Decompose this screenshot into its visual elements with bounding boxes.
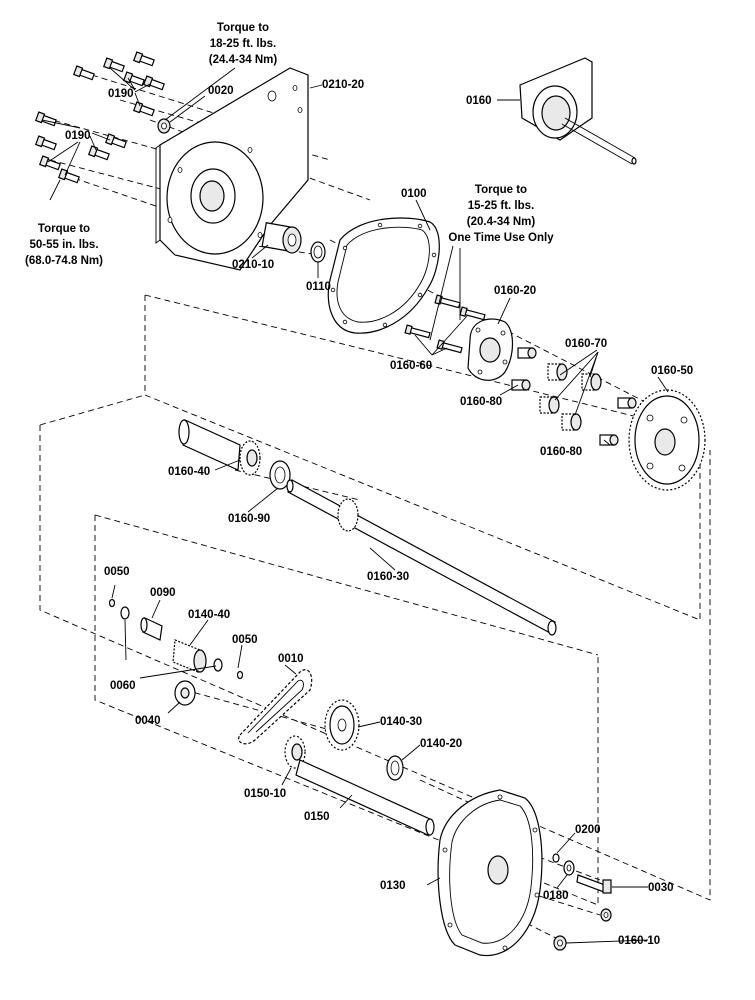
mounting-plate-0210-20 — [155, 67, 309, 271]
label-0200: 0200 — [575, 824, 601, 836]
label-0140-40: 0140-40 — [188, 609, 230, 621]
washer-0180 — [563, 860, 575, 876]
torque-left-line-1: Torque to — [38, 223, 90, 235]
label-0150-10: 0150-10 — [244, 788, 286, 800]
label-0060: 0060 — [110, 680, 136, 692]
nut-0160-10-lower — [553, 935, 567, 951]
torque-note-top: Torque to 18-25 ft. lbs. (24.4-34 Nm) — [209, 22, 278, 66]
label-0210-20: 0210-20 — [322, 79, 364, 91]
bolt-group-0190-lower — [34, 111, 127, 184]
bolt-group-0190-upper — [72, 51, 165, 117]
clip-0050-left — [108, 598, 116, 608]
torque-mid-line-2: 15-25 ft. lbs. — [468, 200, 534, 212]
label-0160: 0160 — [466, 95, 492, 107]
torque-note-middle: Torque to 15-25 ft. lbs. (20.4-34 Nm) On… — [448, 184, 554, 244]
torque-left-line-3: (68.0-74.8 Nm) — [25, 255, 103, 267]
retaining-ring-0160-90 — [269, 460, 291, 490]
cover-0130 — [437, 789, 543, 957]
spacer-0090 — [140, 617, 163, 641]
label-0190-lower: 0190 — [65, 130, 91, 142]
washer-0110 — [310, 241, 326, 263]
part-labels: 0210-20 0020 0190 0190 0160 0100 0210-10… — [65, 79, 693, 947]
nut-0020 — [157, 118, 171, 134]
ring-gear-0160-50 — [628, 389, 706, 491]
torque-left-line-2: 50-55 in. lbs. — [29, 239, 98, 251]
label-0110: 0110 — [306, 281, 331, 293]
planet-gears-0160-70 — [539, 363, 602, 431]
label-0160-80-right: 0160-80 — [540, 446, 582, 458]
label-0160-30: 0160-30 — [367, 571, 409, 583]
label-0160-40: 0160-40 — [168, 466, 210, 478]
bolt-0030 — [576, 874, 612, 894]
label-0160-20: 0160-20 — [494, 285, 536, 297]
torque-mid-line-4: One Time Use Only — [448, 232, 554, 244]
carrier-plate-0160-20 — [467, 318, 514, 381]
label-0150: 0150 — [304, 811, 330, 823]
label-0040: 0040 — [135, 715, 161, 727]
label-0180: 0180 — [543, 890, 569, 902]
label-0050-left: 0050 — [104, 566, 130, 578]
label-0140-20: 0140-20 — [420, 738, 462, 750]
pins-0160-60 — [404, 294, 486, 354]
gear-shaft-0160-40 — [178, 419, 261, 476]
clip-0050-right — [236, 670, 244, 680]
torque-note-left: Torque to 50-55 in. lbs. (68.0-74.8 Nm) — [25, 223, 103, 267]
label-0160-70: 0160-70 — [565, 338, 607, 350]
label-0140-30: 0140-30 — [380, 716, 422, 728]
retaining-ring-0140-20 — [386, 755, 404, 781]
shaft-0160-30 — [286, 479, 557, 636]
washer-0200 — [552, 853, 560, 863]
leader-lines — [41, 67, 669, 944]
bracket-0040 — [174, 680, 196, 706]
washer-0060-left — [120, 606, 130, 620]
label-0030: 0030 — [648, 882, 674, 894]
label-0190-upper: 0190 — [108, 88, 134, 100]
label-0160-90: 0160-90 — [228, 513, 270, 525]
torque-top-line-1: Torque to — [217, 22, 269, 34]
label-0160-10: 0160-10 — [618, 935, 660, 947]
bearing-0210-10 — [261, 222, 302, 254]
nut-0160-10-upper — [600, 908, 612, 922]
torque-top-line-2: 18-25 ft. lbs. — [210, 38, 276, 50]
sprocket-0140-40 — [172, 639, 207, 673]
label-0020: 0020 — [208, 85, 234, 97]
sprocket-0140-30 — [324, 699, 360, 751]
torque-top-line-3: (24.4-34 Nm) — [209, 54, 278, 66]
torque-mid-line-1: Torque to — [475, 184, 527, 196]
label-0160-60: 0160-60 — [390, 360, 432, 372]
label-0130: 0130 — [380, 880, 406, 892]
label-0160-50: 0160-50 — [651, 365, 693, 377]
chain-0010 — [238, 669, 313, 745]
label-0090: 0090 — [150, 587, 176, 599]
label-0100: 0100 — [401, 188, 427, 200]
label-0160-80-left: 0160-80 — [460, 396, 502, 408]
label-0210-10: 0210-10 — [232, 259, 274, 271]
gasket-0100 — [327, 217, 440, 334]
bushings-0160-80 — [511, 347, 637, 446]
torque-mid-line-3: (20.4-34 Nm) — [467, 216, 536, 228]
label-0050-right: 0050 — [232, 634, 258, 646]
washer-0060-right — [213, 658, 223, 672]
shaft-0150 — [295, 759, 435, 836]
gearbox-assembly-0160 — [519, 57, 637, 165]
label-0010: 0010 — [278, 653, 304, 665]
